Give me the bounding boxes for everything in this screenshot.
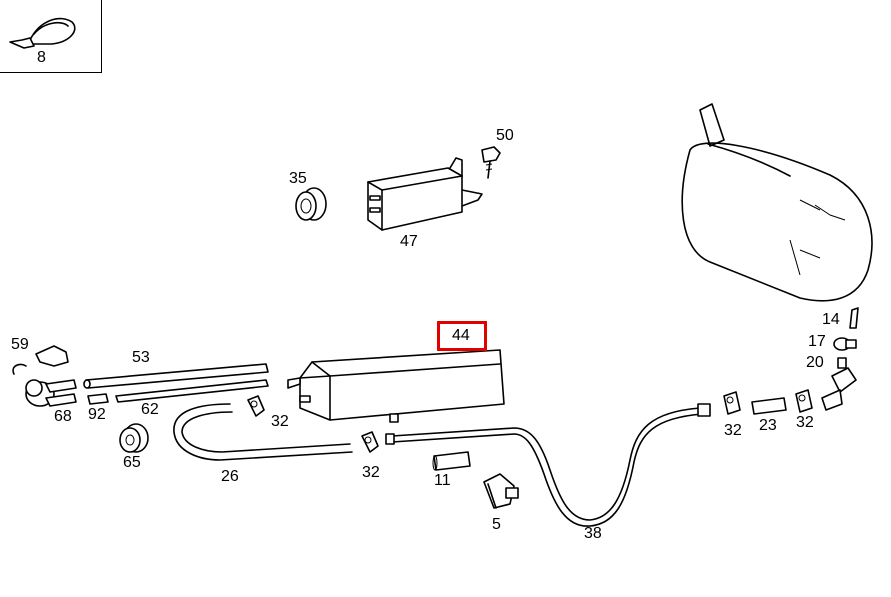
- label-part-8[interactable]: 8: [37, 49, 46, 66]
- part-92-hose: [87, 393, 109, 405]
- label-part-47[interactable]: 47: [400, 233, 418, 250]
- label-part-35[interactable]: 35: [289, 170, 307, 187]
- part-47-control-unit: [367, 157, 483, 231]
- part-32-clamp-a: [247, 395, 265, 417]
- part-20-valve: [821, 357, 857, 411]
- part-38-fuel-line: [385, 403, 711, 527]
- label-part-26[interactable]: 26: [221, 468, 239, 485]
- label-part-32-b[interactable]: 32: [362, 464, 380, 481]
- label-part-32-d[interactable]: 32: [796, 414, 814, 431]
- label-part-44[interactable]: 44: [452, 327, 470, 344]
- label-part-59[interactable]: 59: [11, 336, 29, 353]
- part-62-pipe: [115, 379, 269, 403]
- part-59-connector: [12, 345, 69, 375]
- label-part-62[interactable]: 62: [141, 401, 159, 418]
- part-50-bolt: [481, 146, 501, 179]
- label-part-11[interactable]: 11: [434, 472, 451, 489]
- label-part-17[interactable]: 17: [808, 333, 826, 350]
- label-part-20[interactable]: 20: [806, 354, 824, 371]
- label-part-32-c[interactable]: 32: [724, 422, 742, 439]
- label-part-50[interactable]: 50: [496, 127, 514, 144]
- part-35-grommet: [295, 187, 327, 221]
- label-part-5[interactable]: 5: [492, 516, 501, 533]
- label-part-32-a[interactable]: 32: [271, 413, 289, 430]
- part-26-hose: [173, 403, 353, 461]
- part-44-canister: [287, 349, 505, 423]
- label-part-68[interactable]: 68: [54, 408, 72, 425]
- label-part-65[interactable]: 65: [123, 454, 141, 471]
- fuel-tank: [681, 103, 873, 302]
- part-11-sleeve: [432, 451, 471, 471]
- part-23-sleeve: [751, 397, 787, 415]
- inset-frame: [0, 0, 102, 73]
- label-part-53[interactable]: 53: [132, 349, 150, 366]
- part-5-valve: [483, 473, 519, 509]
- part-17-clamp: [833, 337, 857, 351]
- part-14-sleeve: [849, 307, 859, 329]
- part-32-clamp-d: [795, 389, 813, 413]
- part-65-grommet: [119, 423, 149, 453]
- label-part-38[interactable]: 38: [584, 525, 602, 542]
- part-68-fitting: [25, 379, 77, 407]
- part-8-cable-tie: [9, 17, 76, 49]
- label-part-23[interactable]: 23: [759, 417, 777, 434]
- part-32-clamp-b: [361, 431, 379, 453]
- highlight-box-part-44: [437, 321, 487, 351]
- label-part-14[interactable]: 14: [822, 311, 840, 328]
- part-53-tube: [83, 363, 269, 389]
- label-part-92[interactable]: 92: [88, 406, 106, 423]
- part-32-clamp-c: [723, 391, 741, 415]
